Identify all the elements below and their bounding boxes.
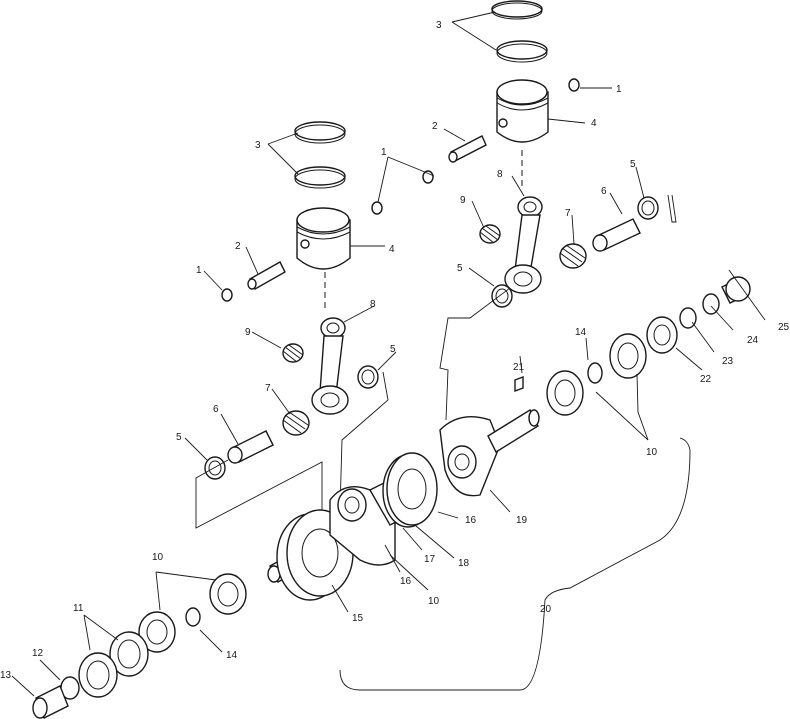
crankshaft-right-web [439, 416, 501, 497]
callout-9-left: 9 [245, 327, 251, 338]
callout-21: 21 [513, 362, 525, 373]
crank-seals-right [587, 276, 751, 384]
callout-1-center: 1 [381, 147, 387, 158]
callout-10-right: 10 [646, 447, 658, 458]
callout-2-left: 2 [235, 241, 241, 252]
callout-18: 18 [458, 558, 470, 569]
right-crankpin [592, 218, 641, 252]
left-piston [296, 207, 351, 270]
right-big-end-bearing [559, 243, 587, 269]
callout-8-left: 8 [370, 299, 376, 310]
left-piston-pin [247, 261, 286, 290]
callout-14-left: 14 [226, 650, 238, 661]
woodruff-key [514, 375, 524, 393]
callout-23: 23 [722, 356, 734, 367]
right-piston-pin [448, 135, 487, 163]
crankshaft-center-journal [369, 452, 438, 528]
callout-10-left: 10 [152, 552, 164, 563]
callout-9-right: 9 [460, 195, 466, 206]
callout-7-right: 7 [565, 208, 571, 219]
callout-24: 24 [747, 335, 759, 346]
crank-main-bearing-right [546, 333, 647, 416]
callout-8-right: 8 [497, 169, 503, 180]
left-thrust-washers [204, 365, 379, 480]
callout-4-left: 4 [389, 244, 395, 255]
callout-3-left: 3 [255, 140, 261, 151]
callout-11: 11 [73, 603, 84, 614]
crank-seals-left [78, 607, 201, 698]
callout-13: 13 [0, 670, 12, 681]
callout-19: 19 [516, 515, 528, 526]
callout-25: 25 [778, 322, 790, 333]
left-crankpin [227, 430, 274, 464]
callout-16-top: 16 [465, 515, 477, 526]
callout-5-mid-right: 5 [457, 263, 463, 274]
right-circlips [422, 78, 580, 184]
callout-5-left: 5 [176, 432, 182, 443]
left-small-end-bearing [282, 343, 304, 363]
callout-10-center: 10 [428, 596, 440, 607]
callout-2-right: 2 [432, 121, 438, 132]
right-piston-rings [491, 0, 548, 63]
callout-14-right: 14 [575, 327, 587, 338]
callout-5-top-right: 5 [630, 159, 636, 170]
assembly-guide-lines [195, 194, 677, 529]
right-small-end-bearing [479, 224, 501, 244]
crank-end-ring-and-bushing [32, 676, 80, 719]
callout-15: 15 [352, 613, 364, 624]
callout-1-left: 1 [196, 265, 202, 276]
crankshaft-right-stub [487, 409, 540, 453]
callout-6-left: 6 [213, 404, 219, 415]
callout-3-top: 3 [436, 20, 442, 31]
left-piston-rings [294, 121, 346, 189]
callout-20: 20 [540, 604, 552, 615]
callout-22: 22 [700, 374, 712, 385]
left-connecting-rod [311, 317, 349, 415]
callout-1-top-right: 1 [616, 84, 622, 95]
callout-numbers: 3 1 2 4 1 3 8 9 6 5 7 5 2 4 1 8 9 5 7 6 … [0, 20, 790, 681]
crank-main-bearing-left [138, 573, 247, 653]
callout-5-mid-left: 5 [390, 344, 396, 355]
right-piston [496, 79, 549, 143]
leader-lines [11, 11, 766, 697]
callout-brackets [83, 373, 691, 691]
callout-7-left: 7 [265, 383, 271, 394]
left-big-end-bearing [282, 410, 310, 436]
callout-12: 12 [32, 648, 44, 659]
callout-17: 17 [424, 554, 436, 565]
callout-16-bottom: 16 [400, 576, 412, 587]
callout-4-right: 4 [591, 118, 597, 129]
callout-6-right: 6 [601, 186, 607, 197]
right-connecting-rod [504, 196, 543, 294]
left-circlips [221, 201, 383, 302]
